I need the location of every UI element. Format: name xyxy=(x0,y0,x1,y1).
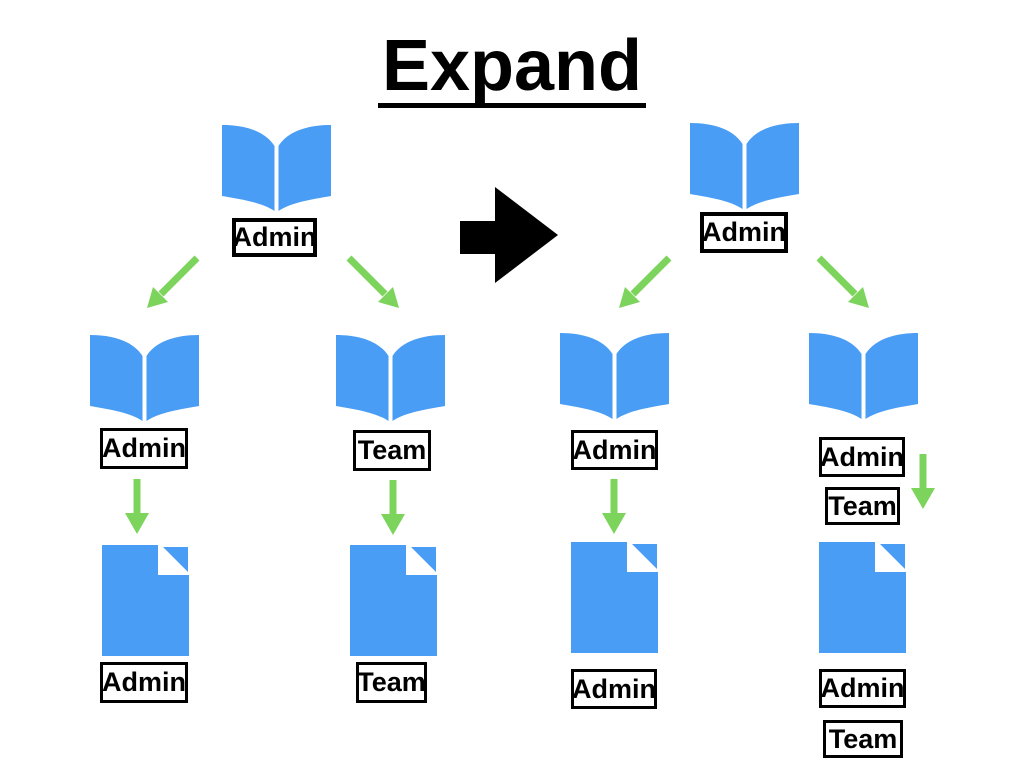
document-icon xyxy=(350,545,437,656)
open-book-icon xyxy=(690,123,799,209)
arrow-right-icon xyxy=(460,187,558,283)
open-book-icon xyxy=(336,335,445,421)
after-root-label: Admin xyxy=(700,212,788,253)
arrow-down-icon xyxy=(602,479,626,534)
before-left-doc-label: Admin xyxy=(100,662,188,703)
before-right-doc-label: Team xyxy=(356,662,427,703)
arrow-down-right-icon xyxy=(346,255,399,308)
arrow-down-left-icon xyxy=(147,255,200,308)
before-root-label: Admin xyxy=(232,218,317,257)
arrow-down-icon xyxy=(125,479,149,534)
open-book-icon xyxy=(222,125,331,211)
open-book-icon xyxy=(809,333,918,419)
after-left-book-label: Admin xyxy=(571,430,658,470)
page-title: Expand xyxy=(0,30,1024,108)
after-right-book-label-team: Team xyxy=(825,487,900,525)
open-book-icon xyxy=(560,333,669,419)
after-right-doc-label-team: Team xyxy=(823,720,903,758)
before-left-book-label: Admin xyxy=(100,428,188,469)
document-icon xyxy=(819,542,906,653)
after-right-doc-label-admin: Admin xyxy=(819,669,906,708)
document-icon xyxy=(571,542,658,653)
document-icon xyxy=(102,545,189,656)
arrow-down-icon xyxy=(381,480,405,535)
before-right-book-label: Team xyxy=(353,430,431,471)
arrow-down-icon xyxy=(911,454,935,509)
after-left-doc-label: Admin xyxy=(571,669,657,709)
arrow-down-left-icon xyxy=(619,255,672,308)
open-book-icon xyxy=(90,335,199,421)
after-right-book-label-admin: Admin xyxy=(819,437,905,477)
arrow-down-right-icon xyxy=(816,255,869,308)
